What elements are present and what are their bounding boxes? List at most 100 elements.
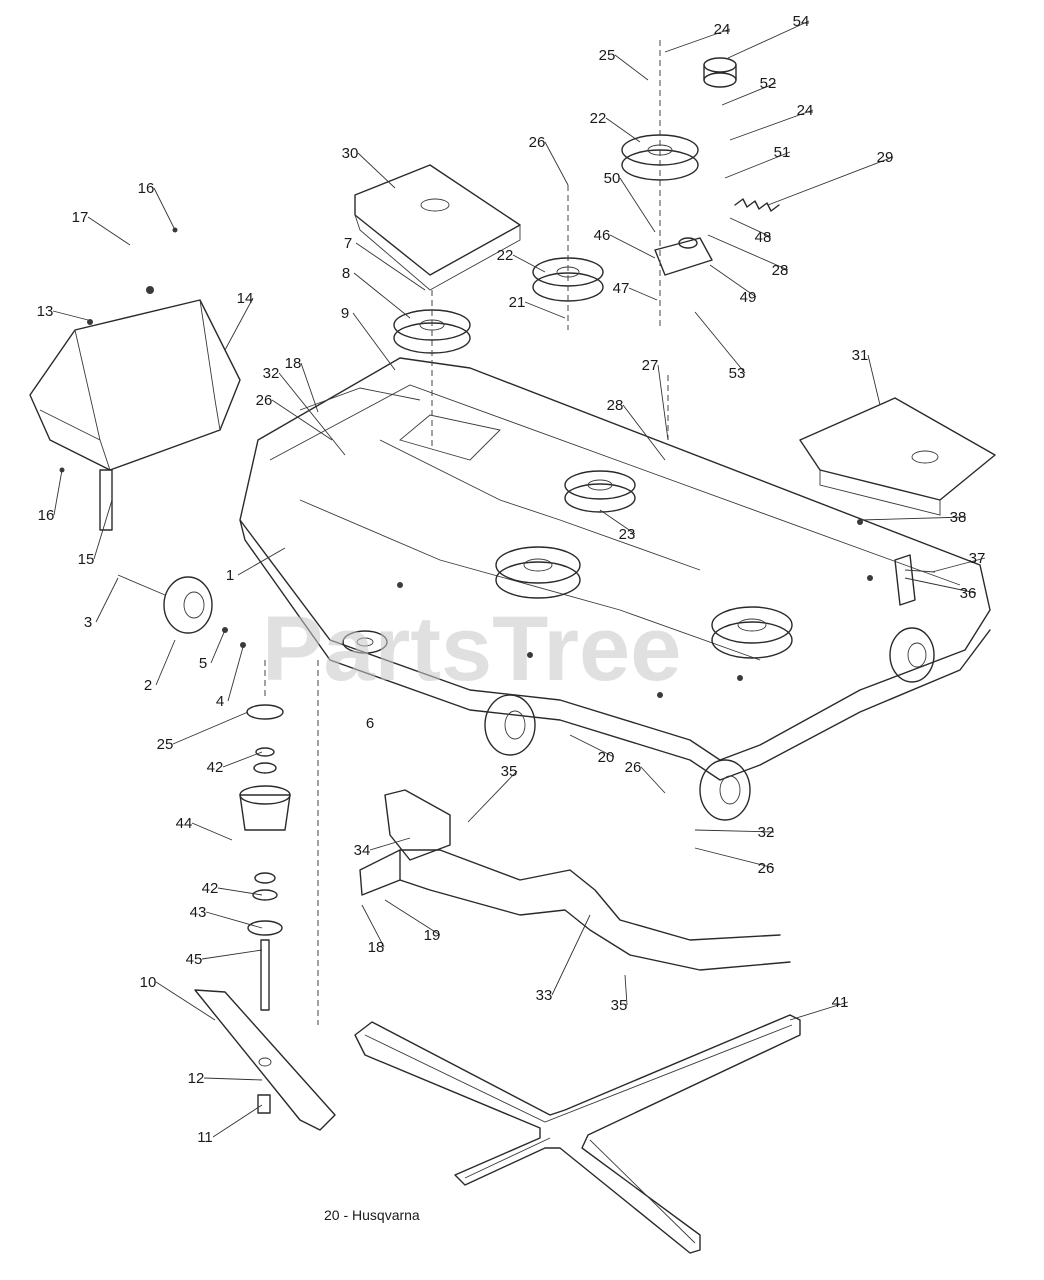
leader-line-c26a bbox=[544, 141, 569, 186]
callout-c38[interactable]: 38 bbox=[950, 509, 967, 526]
diagram-caption: 20 - Husqvarna bbox=[324, 1207, 420, 1223]
gauge-wheel-2[interactable] bbox=[117, 574, 246, 648]
callout-c15[interactable]: 15 bbox=[78, 551, 95, 568]
idler-arm-49[interactable] bbox=[654, 237, 713, 276]
callout-c8[interactable]: 8 bbox=[342, 265, 350, 282]
callout-c53[interactable]: 53 bbox=[729, 365, 746, 382]
callout-c26c[interactable]: 26 bbox=[625, 759, 642, 776]
callout-c13[interactable]: 13 bbox=[37, 303, 54, 320]
callout-c9[interactable]: 9 bbox=[341, 305, 349, 322]
callout-c47[interactable]: 47 bbox=[613, 280, 630, 297]
spindle-assembly[interactable] bbox=[239, 704, 291, 1011]
callout-c11[interactable]: 11 bbox=[197, 1129, 213, 1146]
callout-c21[interactable]: 21 bbox=[509, 294, 526, 311]
callout-c22a[interactable]: 22 bbox=[590, 110, 607, 127]
leader-line-c26b bbox=[271, 399, 333, 441]
callout-c30[interactable]: 30 bbox=[342, 145, 359, 162]
callout-c23[interactable]: 23 bbox=[619, 526, 636, 543]
callout-c26b[interactable]: 26 bbox=[256, 392, 273, 409]
callout-c22b[interactable]: 22 bbox=[497, 247, 514, 264]
callout-c45[interactable]: 45 bbox=[186, 951, 203, 968]
callout-c43[interactable]: 43 bbox=[190, 904, 207, 921]
leader-line-c21 bbox=[524, 301, 566, 319]
leader-line-c35a bbox=[467, 770, 518, 823]
callout-c18b[interactable]: 18 bbox=[368, 939, 385, 956]
callout-c33[interactable]: 33 bbox=[536, 987, 553, 1004]
callout-c42a[interactable]: 42 bbox=[207, 759, 224, 776]
callout-c35b[interactable]: 35 bbox=[611, 997, 628, 1014]
callout-c17[interactable]: 17 bbox=[72, 209, 89, 226]
callout-c48[interactable]: 48 bbox=[755, 229, 772, 246]
leader-line-c34 bbox=[369, 837, 411, 851]
callout-c3[interactable]: 3 bbox=[84, 614, 92, 631]
callout-c16b[interactable]: 16 bbox=[38, 507, 55, 524]
baffle-33[interactable] bbox=[359, 849, 791, 971]
leader-line-c29 bbox=[767, 156, 894, 206]
bracket-34[interactable] bbox=[384, 789, 451, 861]
leader-line-c37 bbox=[931, 557, 986, 573]
belt-cover-right[interactable] bbox=[799, 397, 996, 516]
leader-line-c45 bbox=[201, 949, 263, 960]
callout-c1[interactable]: 1 bbox=[226, 567, 234, 584]
deck-wheel-front[interactable] bbox=[484, 694, 536, 756]
callout-c14[interactable]: 14 bbox=[237, 290, 254, 307]
callout-c26a[interactable]: 26 bbox=[529, 134, 546, 151]
belt-cover-left[interactable] bbox=[354, 164, 521, 291]
deck-wheel-rear[interactable] bbox=[699, 759, 751, 821]
callout-c19[interactable]: 19 bbox=[424, 927, 441, 944]
drive-belt-41[interactable] bbox=[354, 1014, 801, 1254]
mower-deck[interactable] bbox=[239, 357, 991, 781]
callout-c25a[interactable]: 25 bbox=[599, 47, 616, 64]
callout-c34[interactable]: 34 bbox=[354, 842, 371, 859]
discharge-chute[interactable] bbox=[29, 227, 241, 531]
callout-c50[interactable]: 50 bbox=[604, 170, 621, 187]
callout-c36[interactable]: 36 bbox=[960, 585, 977, 602]
pulley-23[interactable] bbox=[564, 470, 636, 513]
spindle-pulley-left[interactable] bbox=[342, 630, 388, 654]
callout-c42b[interactable]: 42 bbox=[202, 880, 219, 897]
callout-c12[interactable]: 12 bbox=[188, 1070, 205, 1087]
callout-c7[interactable]: 7 bbox=[344, 235, 352, 252]
callout-c18a[interactable]: 18 bbox=[285, 355, 302, 372]
callout-c41[interactable]: 41 bbox=[832, 994, 849, 1011]
callout-c32a[interactable]: 32 bbox=[263, 365, 280, 382]
callout-c28b[interactable]: 28 bbox=[607, 397, 624, 414]
leader-line-c32b bbox=[694, 829, 775, 833]
callout-c37[interactable]: 37 bbox=[969, 550, 986, 567]
spacer-54[interactable] bbox=[703, 57, 737, 88]
callout-c25b[interactable]: 25 bbox=[157, 736, 174, 753]
callout-c44[interactable]: 44 bbox=[176, 815, 193, 832]
callout-c6[interactable]: 6 bbox=[366, 715, 374, 732]
callout-c46[interactable]: 46 bbox=[594, 227, 611, 244]
leader-line-c32a bbox=[278, 372, 346, 456]
callout-c5[interactable]: 5 bbox=[199, 655, 207, 672]
callout-c4[interactable]: 4 bbox=[216, 693, 224, 710]
deck-wheel-right[interactable] bbox=[889, 627, 935, 683]
leader-line-c18b bbox=[361, 904, 385, 948]
callout-c32b[interactable]: 32 bbox=[758, 824, 775, 841]
bracket-hardware-36[interactable] bbox=[857, 519, 936, 606]
blade-10[interactable] bbox=[194, 989, 336, 1131]
callout-c27[interactable]: 27 bbox=[642, 357, 659, 374]
callout-c10[interactable]: 10 bbox=[140, 974, 157, 991]
callout-c28a[interactable]: 28 bbox=[772, 262, 789, 279]
leader-line-c16b bbox=[53, 469, 63, 516]
spindle-pulley-center[interactable] bbox=[495, 546, 581, 599]
callout-c52[interactable]: 52 bbox=[760, 75, 777, 92]
spring-29[interactable] bbox=[734, 198, 780, 212]
spindle-pulley-right[interactable] bbox=[711, 606, 793, 659]
callout-c54[interactable]: 54 bbox=[793, 13, 810, 30]
callout-c29[interactable]: 29 bbox=[877, 149, 894, 166]
callout-c31[interactable]: 31 bbox=[852, 347, 869, 364]
leader-line-c25a bbox=[614, 54, 649, 81]
callout-c51[interactable]: 51 bbox=[774, 144, 791, 161]
callout-c24b[interactable]: 24 bbox=[797, 102, 814, 119]
callout-c16a[interactable]: 16 bbox=[138, 180, 155, 197]
callout-c49[interactable]: 49 bbox=[740, 289, 757, 306]
callout-c26d[interactable]: 26 bbox=[758, 860, 775, 877]
callout-c2[interactable]: 2 bbox=[144, 677, 152, 694]
callout-c35a[interactable]: 35 bbox=[501, 763, 518, 780]
callout-c24a[interactable]: 24 bbox=[714, 21, 731, 38]
callout-c20[interactable]: 20 bbox=[598, 749, 615, 766]
